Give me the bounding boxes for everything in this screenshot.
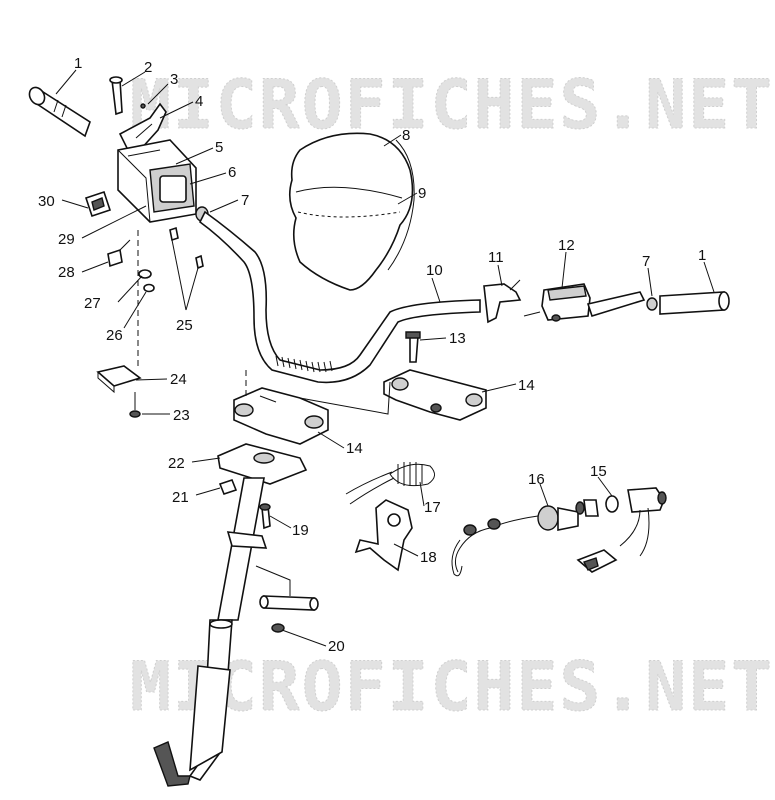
bushing-20 xyxy=(255,565,319,633)
callout-10: 10 xyxy=(426,262,443,279)
callout-3: 3 xyxy=(170,71,178,88)
callout-1-left: 1 xyxy=(74,55,82,72)
lockwasher-26 xyxy=(143,283,155,293)
handlebar-pad xyxy=(288,132,415,291)
callout-27: 27 xyxy=(84,295,101,312)
upper-clamp xyxy=(383,369,487,421)
callout-6: 6 xyxy=(228,164,236,181)
left-grip xyxy=(28,86,91,138)
cover-plate xyxy=(96,365,142,394)
tether-switch xyxy=(451,505,579,577)
callout-7-left: 7 xyxy=(241,192,249,209)
ferrule-right xyxy=(646,297,658,311)
screw-28 xyxy=(107,239,131,268)
callout-17: 17 xyxy=(424,499,441,516)
callout-15: 15 xyxy=(590,463,607,480)
ignition-switch xyxy=(575,487,667,573)
lower-clamp xyxy=(233,387,329,445)
callout-9: 9 xyxy=(418,185,426,202)
nut-21 xyxy=(218,479,238,495)
callout-1-right: 1 xyxy=(698,247,706,264)
kill-switch xyxy=(84,190,112,218)
callout-16: 16 xyxy=(528,471,545,488)
callout-12: 12 xyxy=(558,237,575,254)
bolt-19 xyxy=(259,503,271,530)
callout-11: 11 xyxy=(488,249,504,266)
callout-20: 20 xyxy=(328,638,345,655)
screw-25b xyxy=(195,254,204,270)
screw-23 xyxy=(129,392,141,418)
steering-column xyxy=(153,477,268,787)
bolt-13 xyxy=(405,331,421,363)
brake-bracket xyxy=(483,279,522,324)
callout-7-right: 7 xyxy=(642,253,650,270)
pin xyxy=(109,76,123,116)
handlebar xyxy=(198,210,481,384)
callout-21: 21 xyxy=(172,489,189,506)
callout-19: 19 xyxy=(292,522,309,539)
callout-14-center: 14 xyxy=(346,440,363,457)
callout-23: 23 xyxy=(173,407,190,424)
callout-13: 13 xyxy=(449,330,466,347)
switch-bracket xyxy=(354,499,413,572)
right-grip xyxy=(659,291,730,315)
callout-5: 5 xyxy=(215,139,223,156)
watermark-top: MICROFICHES.NET xyxy=(130,66,774,145)
callout-30: 30 xyxy=(38,193,55,210)
callout-2: 2 xyxy=(144,59,152,76)
wire-harness xyxy=(345,462,435,505)
callout-25: 25 xyxy=(176,317,193,334)
screw-25a xyxy=(169,226,179,242)
leader-lines xyxy=(55,69,715,647)
callout-24: 24 xyxy=(170,371,187,388)
callout-22: 22 xyxy=(168,455,185,472)
throttle-housing xyxy=(117,139,197,223)
callout-labels: 1 2 3 4 5 6 7 30 29 28 27 26 25 24 23 8 … xyxy=(38,55,706,655)
small-ball xyxy=(140,103,146,109)
assembly-line-right xyxy=(299,381,391,415)
callout-29: 29 xyxy=(58,231,75,248)
callout-14-right: 14 xyxy=(518,377,535,394)
watermark-bottom: MICROFICHES.NET xyxy=(130,648,774,727)
callout-8: 8 xyxy=(402,127,410,144)
callout-26: 26 xyxy=(106,327,123,344)
callout-18: 18 xyxy=(420,549,437,566)
callout-4: 4 xyxy=(195,93,203,110)
steering-plate xyxy=(217,443,308,485)
callout-28: 28 xyxy=(58,264,75,281)
master-cylinder xyxy=(523,283,646,322)
